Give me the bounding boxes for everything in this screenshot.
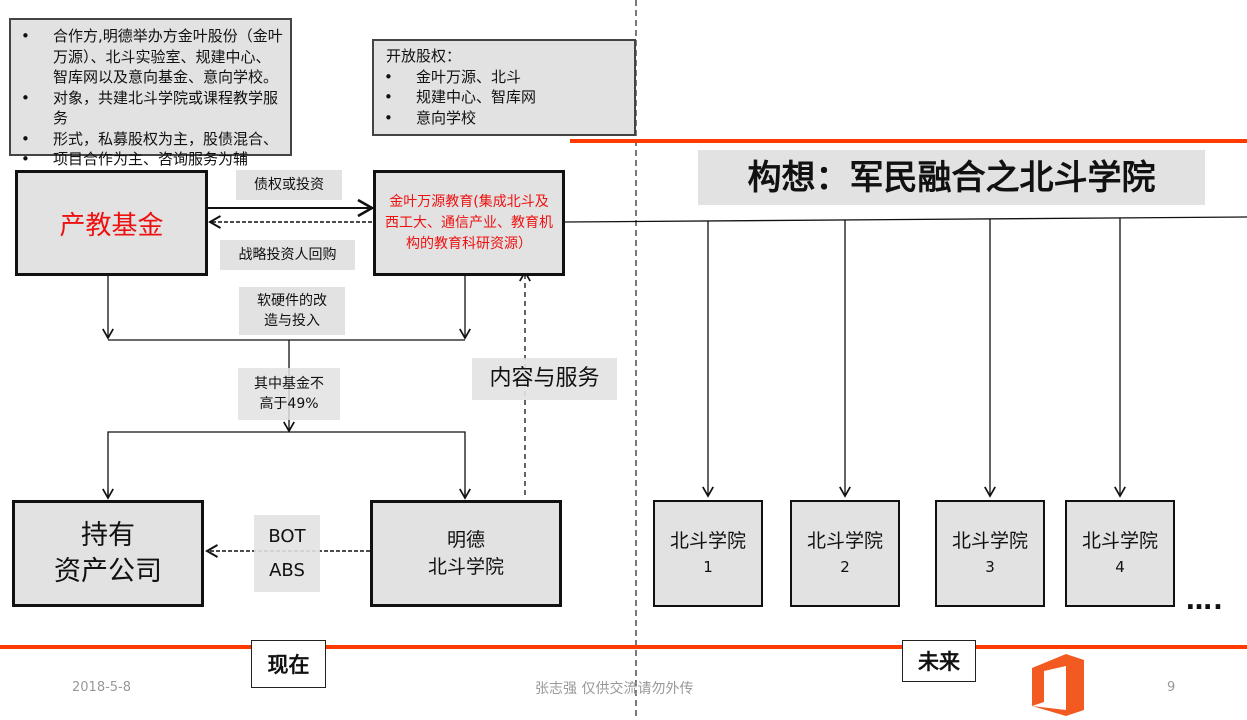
office-logo-icon	[1032, 654, 1084, 716]
school-num: 3	[985, 557, 995, 576]
school-name: 北斗学院	[669, 529, 746, 552]
asset-company-node: 持有 资产公司	[12, 500, 204, 607]
school-name: 北斗学院	[1081, 529, 1158, 552]
fund-node: 产教基金	[15, 170, 208, 276]
equity-title: 开放股权：	[386, 47, 462, 65]
equity-note: 开放股权： 金叶万源、北斗 规建中心、智库网 意向学校	[372, 39, 636, 136]
ellipsis: ….	[1186, 586, 1224, 616]
school-num: 4	[1115, 557, 1125, 576]
now-label: 现在	[251, 640, 326, 688]
note-item: 形式，私募股权为主，股债混合、	[11, 129, 284, 150]
note-item: 对象，共建北斗学院或课程教学服务	[11, 88, 284, 129]
future-label: 未来	[902, 640, 976, 682]
page-title: 构想：军民融合之北斗学院	[698, 150, 1205, 205]
school-name: 北斗学院	[951, 529, 1028, 552]
mingde-line1: 明德	[446, 528, 485, 551]
bot-abs-label: BOT ABS	[254, 515, 320, 592]
footer-center: 张志强 仅供交流请勿外传	[535, 681, 694, 697]
school-num: 2	[840, 557, 850, 576]
asset-line1: 持有	[81, 519, 135, 551]
page-number: 9	[1167, 680, 1176, 695]
buyback-label: 战略投资人回购	[220, 240, 355, 270]
bottom-accent-line	[0, 645, 1247, 649]
abs-text: ABS	[269, 559, 305, 581]
school-name: 北斗学院	[806, 529, 883, 552]
mingde-line2: 北斗学院	[427, 555, 504, 578]
mingde-node: 明德 北斗学院	[370, 500, 562, 607]
equity-item: 意向学校	[374, 108, 628, 129]
software-label: 软硬件的改造与投入	[239, 287, 345, 335]
note-item: 项目合作为主、咨询服务为辅	[11, 149, 284, 170]
top-accent-line	[570, 139, 1247, 143]
note-item: 合作方,明德举办方金叶股份（金叶万源）、北斗实验室、规建中心、智库网以及意向基金…	[11, 26, 284, 88]
jinye-node: 金叶万源教育(集成北斗及西工大、通信产业、教育机构的教育科研资源）	[373, 170, 565, 276]
future-school-3: 北斗学院 3	[935, 500, 1045, 607]
partners-note: 合作方,明德举办方金叶股份（金叶万源）、北斗实验室、规建中心、智库网以及意向基金…	[9, 18, 292, 169]
fund-share-label: 其中基金不高于49%	[238, 368, 340, 420]
footer-date: 2018-5-8	[72, 680, 132, 695]
asset-line2: 资产公司	[54, 555, 162, 587]
bot-text: BOT	[268, 525, 306, 547]
future-school-4: 北斗学院 4	[1065, 500, 1175, 607]
debt-label: 债权或投资	[236, 170, 342, 200]
equity-item: 规建中心、智库网	[374, 87, 628, 108]
school-num: 1	[703, 557, 713, 576]
equity-item: 金叶万源、北斗	[374, 67, 628, 88]
content-service-label: 内容与服务	[472, 358, 617, 400]
future-school-2: 北斗学院 2	[790, 500, 900, 607]
future-school-1: 北斗学院 1	[653, 500, 763, 607]
